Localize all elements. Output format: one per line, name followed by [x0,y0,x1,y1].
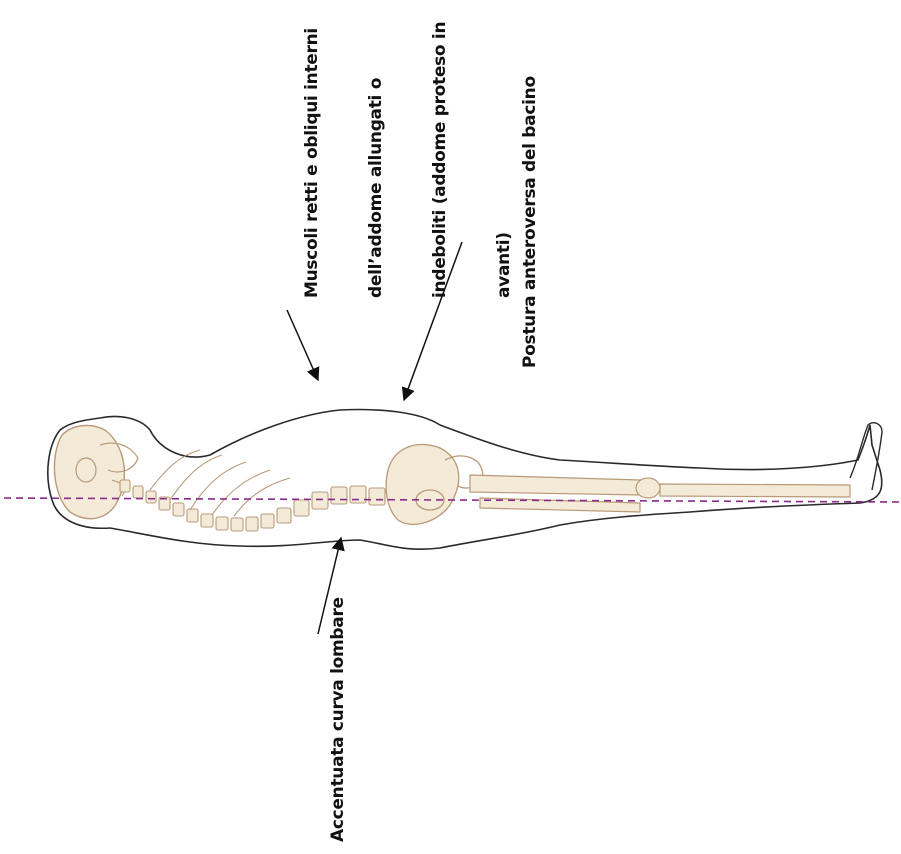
label-muscoli-line-2: dell’addome allungati o [364,22,388,298]
label-lombare-text: Accentuata curva lombare [326,597,350,842]
label-postura-text: Postura anteroversa del bacino [518,76,542,368]
body-outline [48,410,882,550]
pelvis [386,444,482,524]
foot [850,423,882,490]
ribcage [150,450,290,516]
skull [54,425,138,518]
label-postura: Postura anteroversa del bacino [478,76,562,368]
arrow-muscoli [287,310,318,380]
label-lombare: Accentuata curva lombare [286,597,370,842]
label-muscoli-line-1: Muscoli retti e obliqui interni [300,22,324,298]
spine [120,480,385,531]
label-muscoli-line-3: indeboliti (addome proteso in [428,22,452,298]
